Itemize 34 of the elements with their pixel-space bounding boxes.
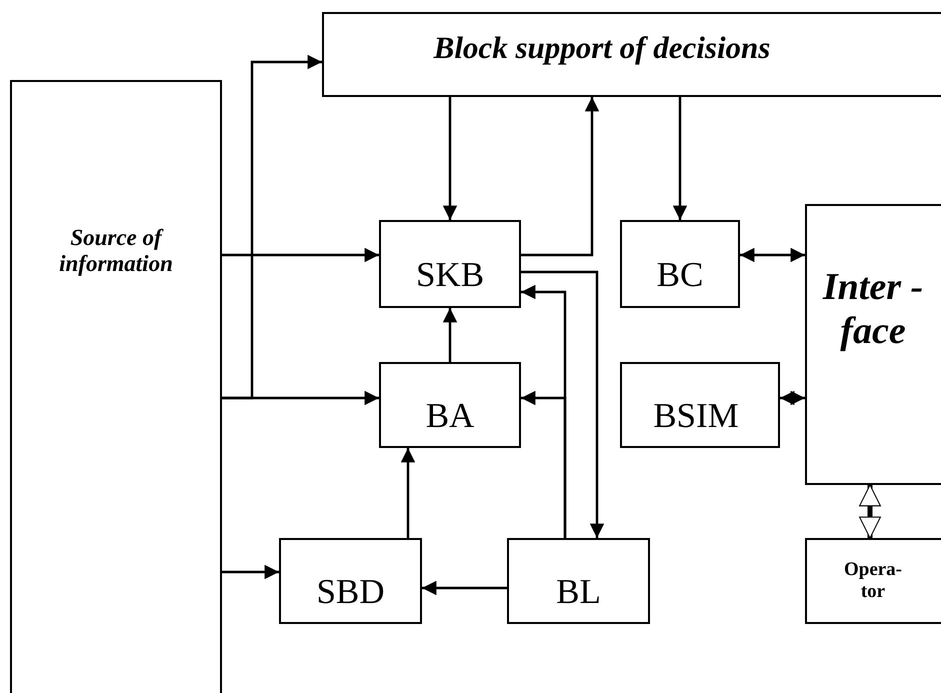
arrow bbox=[859, 484, 881, 539]
block-label: Block support of decisions bbox=[434, 30, 770, 66]
arrow bbox=[442, 97, 458, 220]
block-label: BSIM bbox=[653, 396, 739, 436]
block-box bbox=[10, 80, 222, 693]
arrow bbox=[521, 390, 566, 538]
block-label: BL bbox=[556, 572, 601, 612]
block-label: Opera- tor bbox=[842, 559, 904, 603]
arrow bbox=[442, 308, 458, 362]
arrow bbox=[740, 248, 805, 262]
arrow bbox=[780, 390, 805, 406]
block-label: SKB bbox=[416, 254, 484, 296]
block-box bbox=[279, 538, 422, 624]
arrow bbox=[222, 564, 279, 580]
block-box bbox=[805, 538, 941, 624]
block-box bbox=[805, 204, 941, 485]
block-label: SBD bbox=[316, 572, 385, 612]
block-label: BA bbox=[426, 396, 474, 436]
block-box bbox=[379, 362, 521, 448]
block-label: Inter -face bbox=[822, 266, 924, 354]
arrow bbox=[222, 390, 379, 406]
block-box bbox=[620, 220, 740, 308]
arrow bbox=[521, 270, 604, 538]
arrow bbox=[400, 448, 416, 538]
block-box bbox=[620, 362, 780, 448]
arrow bbox=[521, 97, 600, 256]
block-box bbox=[379, 220, 521, 308]
arrow bbox=[222, 248, 379, 262]
block-label: Source of information bbox=[58, 224, 174, 278]
block-label: BC bbox=[656, 254, 704, 296]
arrow bbox=[672, 97, 688, 220]
arrow bbox=[422, 580, 507, 596]
block-box bbox=[322, 12, 941, 97]
block-box bbox=[507, 538, 650, 624]
